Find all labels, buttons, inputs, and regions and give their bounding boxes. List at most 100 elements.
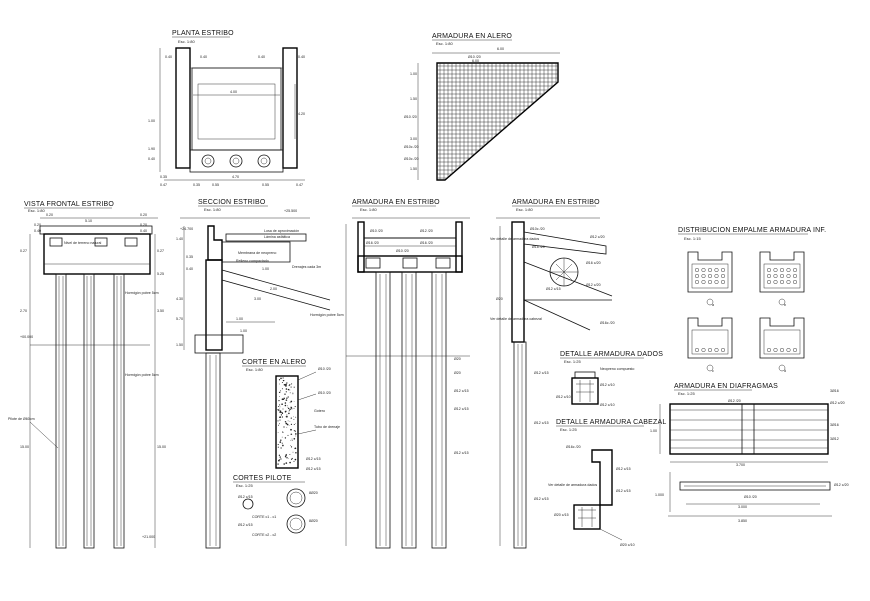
cabezal-note-1: Ø16c /20 [566, 445, 581, 449]
planta-dim-7: 1.00 [148, 119, 155, 123]
seccion-note-2: Lámina asfáltica [264, 235, 290, 239]
planta-dim-11: 0.35 [193, 183, 200, 187]
alero-dim-6: 6.00 [497, 47, 504, 51]
armadura2-title: ARMADURA EN ESTRIBO [512, 199, 600, 206]
diafragmas-mark-5: Ø10 /20 [744, 495, 757, 499]
armadura1-mark-2: Ø12 /20 [420, 229, 433, 233]
detalle-cabezal-view: DETALLE ARMADURA CABEZAL Esc. 1:25 Ø16c … [548, 419, 666, 547]
seccion-dim-4: 1.00 [236, 317, 243, 321]
frontal-dim-1: 0.20 [46, 213, 53, 217]
dados-scale: Esc. 1:25 [564, 359, 581, 364]
planta-dim-14: 0.55 [262, 183, 269, 187]
frontal-note-pile: Pilote de Ø60cm [8, 417, 35, 421]
frontal-dim-10: 5.25 [157, 272, 164, 276]
dados-note-1: Neopreno compuesto [600, 367, 634, 371]
frontal-note-concrete: Hormigón pobre 5cm [125, 373, 159, 377]
corte-alero-note-4: Tubo de drenaje [314, 425, 340, 429]
empalme-mark-b: b [784, 303, 786, 307]
diafragmas-title: ARMADURA EN DIAFRAGMAS [674, 383, 778, 390]
distribucion-scale: Esc. 1:15 [684, 236, 701, 241]
frontal-level-top: +00.000 [20, 335, 33, 339]
seccion-level-2: +24.700 [180, 227, 193, 231]
diafragmas-top-bar: Ø12 /20 [728, 399, 741, 403]
armadura2-mark-4: Ø16 c/20 [586, 261, 601, 265]
empalme-mark-a: a [712, 303, 714, 307]
seccion-note-4: Drenajes cada 3m [292, 265, 321, 269]
dados-note-3: Ø12 c/10 [556, 395, 571, 399]
corte-alero-note-1: Ø10 /20 [318, 367, 331, 371]
frontal-dim-9: 0.27 [157, 249, 164, 253]
diafragmas-scale: Esc. 1:25 [678, 391, 695, 396]
diafragmas-total: 3.850 [738, 519, 747, 523]
frontal-title: VISTA FRONTAL ESTRIBO [24, 201, 114, 208]
alero-dim-4: 1.50 [410, 167, 417, 171]
alero-bar-label: Ø10 /20 [468, 55, 481, 59]
armadura1-scale: Esc. 1:80 [360, 207, 377, 212]
seccion-dim-2: 0.35 [186, 255, 193, 259]
frontal-dim-5: 0.20 [140, 223, 147, 227]
frontal-level-bottom: +21.000 [142, 535, 155, 539]
cortes-pilote-scale: Esc. 1:25 [236, 483, 253, 488]
seccion-scale: Esc. 1:80 [204, 207, 221, 212]
corte-bar-3: 8Ø20 [309, 491, 318, 495]
planta-dim-9: 0.40 [148, 157, 155, 161]
corte-alero-title: CORTE EN ALERO [242, 359, 306, 366]
armadura2-note-1: Ver detalle de armadura dados [490, 237, 539, 241]
frontal-dim-7: 0.40 [140, 229, 147, 233]
diafragmas-length: 3.700 [736, 463, 745, 467]
seccion-note-6: Relleno compactado [236, 259, 269, 263]
corte-alero-scale: Esc. 1:80 [246, 367, 263, 372]
planta-dim-1: 0.40 [165, 55, 172, 59]
seccion-estribo-view: SECCION ESTRIBO Esc. 1:80 1.40 0.35 0.40… [176, 199, 344, 549]
frontal-note-concrete2: Hormigón pobre 5cm [125, 291, 159, 295]
detalle-dados-view: DETALLE ARMADURA DADOS Esc. 1:25 Neopren… [556, 351, 663, 407]
armadura1-mark-9: Ø12 c/15 [454, 407, 469, 411]
dados-note-2: Ø12 c/10 [600, 383, 615, 387]
planta-dim-10: 0.47 [160, 183, 167, 187]
armadura2-mark-1: Ø10c /20 [530, 227, 545, 231]
seccion-dim-1: 1.40 [176, 237, 183, 241]
armadura1-mark-4: Ø16 /20 [420, 241, 433, 245]
seccion-dim-10: 1.00 [240, 329, 247, 333]
armadura-estribo-1-view: ARMADURA EN ESTRIBO Esc. 1:80 Ø10 /20 Ø1… [345, 199, 470, 549]
seccion-dim-5: 1.00 [262, 267, 269, 271]
seccion-dim-8: 5.70 [176, 317, 183, 321]
armadura2-mark-11: Ø16c /20 [600, 321, 615, 325]
corte-alero-note-2: Ø10 /20 [318, 391, 331, 395]
alero-dim-1: 1.00 [410, 72, 417, 76]
diafragmas-mark-1: 3Ø16 [830, 389, 839, 393]
cabezal-note-2: Ø12 c/15 [616, 467, 631, 471]
cabezal-note-6: Ø20 c/10 [620, 543, 635, 547]
cortes-pilote-view: CORTES PILOTE Esc. 1:25 CORTE c1 - c1 CO… [233, 475, 318, 537]
diafragmas-mark-6: Ø12 c/20 [834, 483, 849, 487]
planta-dim-13: 4.70 [232, 175, 239, 179]
armadura2-mark-3: Ø16 /20 [532, 245, 545, 249]
armadura2-mark-9: Ø12 c/15 [534, 421, 549, 425]
armadura1-title: ARMADURA EN ESTRIBO [352, 199, 440, 206]
armadura1-mark-7: Ø20 [454, 371, 461, 375]
alero-dim-9: Ø10c /20 [404, 157, 419, 161]
frontal-dim-13: 15.00 [20, 445, 29, 449]
seccion-dim-9: 3.00 [254, 297, 261, 301]
planta-dim-15: 0.47 [296, 183, 303, 187]
frontal-dim-4: 0.20 [34, 223, 41, 227]
armadura2-note-2: Ver detalle de armadura cabezal [490, 317, 542, 321]
armadura1-mark-10: Ø12 c/15 [454, 451, 469, 455]
alero-dim-7: Ø10 /20 [404, 115, 417, 119]
corte-c2-label: CORTE c2 - c2 [252, 533, 276, 537]
seccion-note-3: Membrana de neopreno [238, 251, 276, 255]
frontal-scale: Esc. 1:80 [28, 208, 45, 213]
alero-dim-3: 3.00 [410, 137, 417, 141]
alero-scale: Esc. 1:80 [436, 41, 453, 46]
corte-bar-2: Ø12 c/15 [238, 523, 253, 527]
diafragmas-mark-4: 3Ø12 [830, 437, 839, 441]
frontal-dim-6: 0.40 [34, 229, 41, 233]
dados-title: DETALLE ARMADURA DADOS [560, 351, 663, 358]
seccion-dim-11: 1.50 [176, 343, 183, 347]
corte-bar-1: Ø12 c/15 [238, 495, 253, 499]
empalme-mark-d: d [784, 369, 786, 373]
diafragmas-lap: 1.000 [655, 493, 664, 497]
planta-dim-4: 0.40 [298, 55, 305, 59]
seccion-title: SECCION ESTRIBO [198, 199, 266, 206]
planta-title: PLANTA ESTRIBO [172, 30, 234, 37]
